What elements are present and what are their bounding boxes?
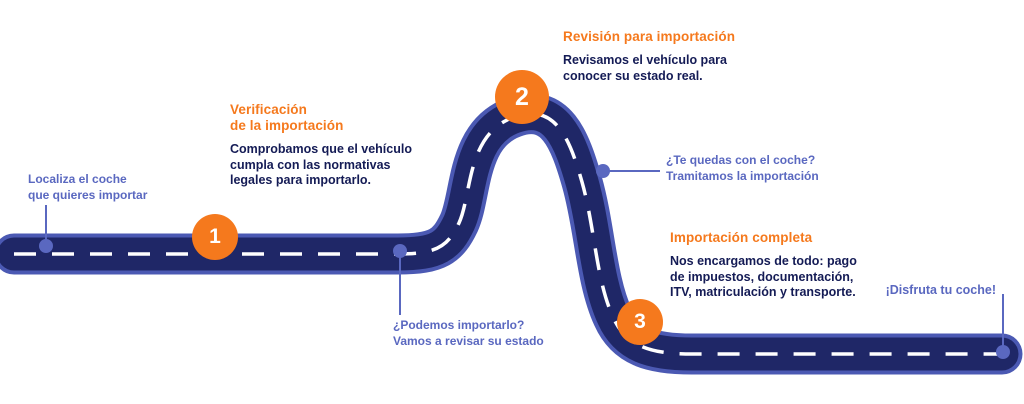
step-1-body-line-2: cumpla con las normativas (230, 157, 391, 172)
milestone-badge-2: 2 (495, 70, 549, 124)
road-center-dashes (14, 111, 1002, 356)
step-3-title: Importación completa (670, 230, 813, 245)
checkpoint-a-line-1: ¿Podemos importarlo? (393, 318, 525, 332)
step-3-body-line-2: de impuestos, documentación, (670, 269, 854, 284)
checkpoint-label-b: ¿Te quedas con el coche? Tramitamos la i… (666, 152, 819, 184)
step-1-body-line-3: legales para importarlo. (230, 173, 372, 187)
start-label-line-1: Localiza el coche (28, 172, 127, 186)
step-1-text-block: Verificación de la importación Comprobam… (230, 102, 412, 189)
start-label: Localiza el coche que quieres importar (28, 171, 147, 203)
step-3-body-line-3: ITV, matriculación y transporte. (670, 285, 856, 299)
milestone-number-1: 1 (209, 225, 221, 248)
step-2-body-line-2: conocer su estado real. (563, 68, 703, 83)
start-connector-dot (39, 239, 53, 253)
checkpoint-b-line-2: Tramitamos la importación (666, 169, 819, 183)
end-label: ¡Disfruta tu coche! (880, 282, 996, 298)
checkpoint-b-line-1: ¿Te quedas con el coche? (666, 153, 816, 167)
checkpoint-a-connector-dot (393, 244, 407, 258)
milestone-badge-3: 3 (617, 299, 663, 345)
step-1-body-line-1: Comprobamos que el vehículo (230, 142, 412, 156)
step-3-text-block: Importación completa Nos encargamos de t… (670, 230, 857, 301)
milestone-number-2: 2 (515, 82, 529, 111)
checkpoint-b-connector-dot (596, 164, 610, 178)
step-2-text-block: Revisión para importación Revisamos el v… (563, 29, 735, 84)
milestone-number-3: 3 (634, 310, 646, 333)
step-2-title: Revisión para importación (563, 29, 736, 44)
milestone-badge-1: 1 (192, 214, 238, 260)
checkpoint-label-a: ¿Podemos importarlo? Vamos a revisar su … (393, 317, 544, 349)
step-3-body-line-1: Nos encargamos de todo: pago (670, 254, 857, 268)
checkpoint-a-line-2: Vamos a revisar su estado (393, 334, 544, 348)
step-1-title-line-1: Verificación (230, 102, 307, 117)
step-2-body-line-1: Revisamos el vehículo para (563, 53, 727, 67)
end-label-text: ¡Disfruta tu coche! (885, 283, 996, 297)
end-connector-dot (996, 345, 1010, 359)
start-label-line-2: que quieres importar (28, 188, 148, 202)
step-1-title-line-2: de la importación (230, 118, 344, 133)
